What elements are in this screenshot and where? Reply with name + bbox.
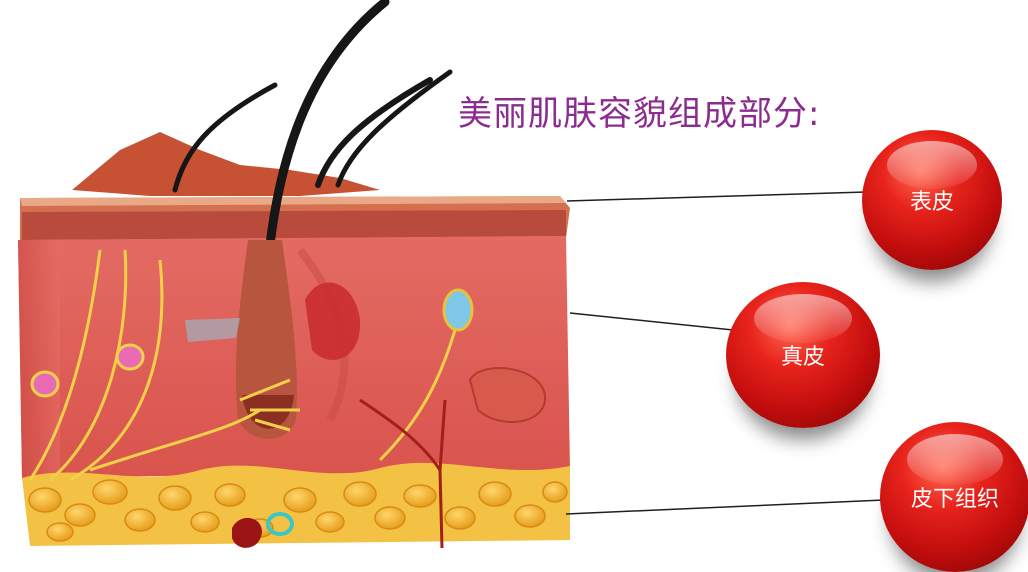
- leader-line-epidermis: [567, 192, 866, 201]
- blue-receptor: [444, 290, 472, 330]
- dermis-label: 真皮: [781, 339, 825, 371]
- subcutis-label-ball: 皮下组织: [880, 422, 1028, 572]
- leader-line-subcutis: [566, 500, 884, 514]
- epidermis-texture: [22, 210, 566, 240]
- dermis-side: [18, 240, 60, 478]
- pink-receptor-left: [32, 372, 58, 396]
- skin-surface-flap: [72, 132, 380, 196]
- dermis-label-ball: 真皮: [726, 282, 880, 428]
- epidermis-label-ball: 表皮: [862, 130, 1002, 270]
- epidermis-label: 表皮: [910, 184, 954, 216]
- subcutis-label: 皮下组织: [911, 481, 999, 513]
- diagram-title: 美丽肌肤容貌组成部分:: [458, 86, 820, 135]
- pink-receptor-center: [117, 345, 143, 369]
- leader-line-dermis: [570, 313, 733, 330]
